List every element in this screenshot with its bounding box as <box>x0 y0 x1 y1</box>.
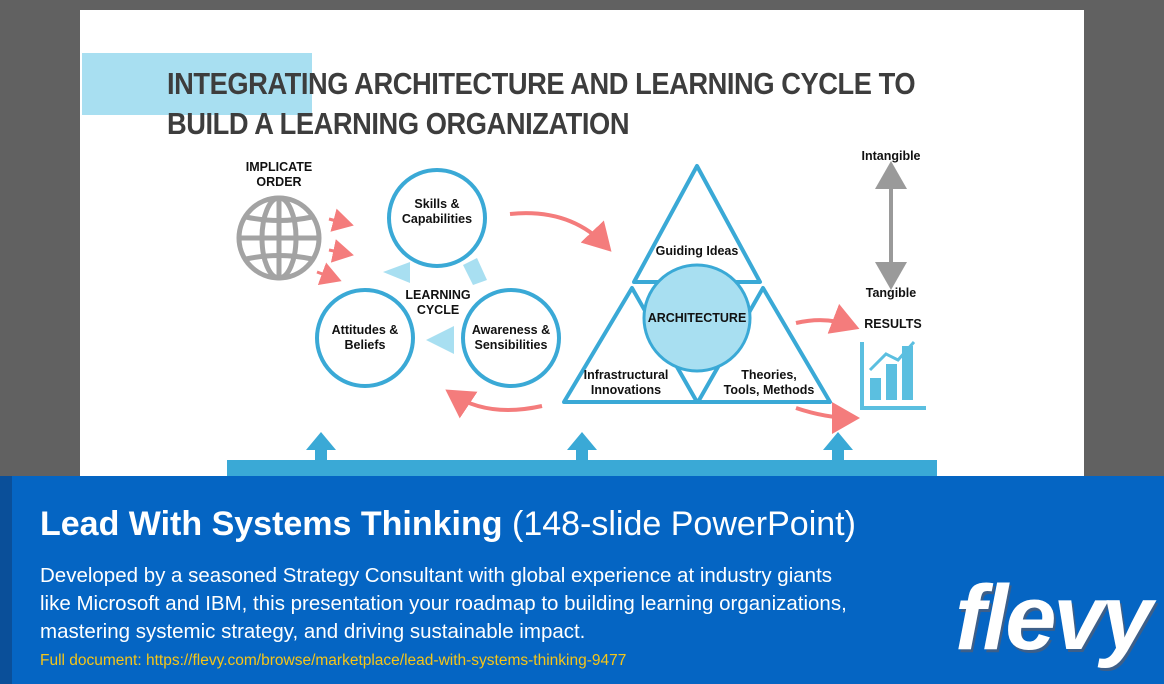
flow-arrows <box>445 211 860 434</box>
attitudes-label: Attitudes &Beliefs <box>331 323 399 352</box>
theories-label: Theories,Tools, Methods <box>723 368 815 397</box>
results-label: RESULTS <box>864 317 922 331</box>
diagram <box>227 161 937 480</box>
banner-description-line: mastering systemic strategy, and driving… <box>40 620 586 643</box>
attitudes-circle <box>315 288 415 388</box>
banner-title-light: (148-slide PowerPoint) <box>512 505 856 543</box>
bar-chart-icon <box>860 341 926 410</box>
skills-circle <box>387 168 487 268</box>
banner-edge <box>0 476 12 684</box>
flevy-logo[interactable]: flevy <box>955 567 1153 669</box>
title-accent-bar <box>82 53 312 115</box>
cycle-arrows <box>383 258 487 354</box>
banner-title: Lead With Systems Thinking (148-slide Po… <box>40 504 856 544</box>
feedback-base <box>227 432 937 480</box>
architecture-circle <box>642 263 752 373</box>
document-link[interactable]: Full document: https://flevy.com/browse/… <box>40 652 627 669</box>
awareness-label: Awareness &Sensibilities <box>471 323 551 352</box>
intangible-label: Intangible <box>861 149 921 163</box>
skills-label: Skills &Capabilities <box>401 197 473 226</box>
architecture-label: ARCHITECTURE <box>647 311 747 325</box>
architecture-triangle <box>562 164 832 404</box>
globe-icon <box>236 195 322 281</box>
awareness-circle <box>461 288 561 388</box>
slide: INTEGRATING ARCHITECTURE AND LEARNING CY… <box>80 10 1084 480</box>
banner-description: Developed by a seasoned Strategy Consult… <box>40 562 847 646</box>
slide-title: INTEGRATING ARCHITECTURE AND LEARNING CY… <box>167 66 916 141</box>
implicate-arrows <box>316 208 354 286</box>
promo-banner <box>0 476 1164 684</box>
banner-title-strong: Lead With Systems Thinking <box>40 505 503 543</box>
tangible-label: Tangible <box>865 286 917 300</box>
guiding-ideas-label: Guiding Ideas <box>655 244 739 258</box>
banner-description-line: Developed by a seasoned Strategy Consult… <box>40 564 833 587</box>
banner-description-line: like Microsoft and IBM, this presentatio… <box>40 592 847 615</box>
